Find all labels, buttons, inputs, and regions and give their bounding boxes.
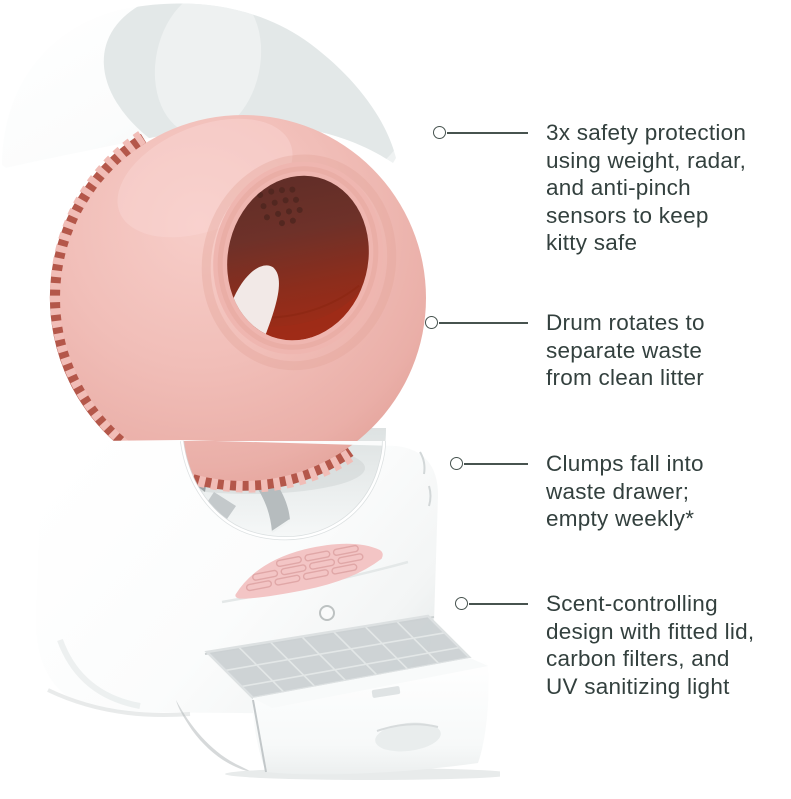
litter-box-illustration [2,3,500,780]
power-indicator [319,605,335,621]
callout-line [439,322,528,324]
callout-text: 3x safety protection using weight, radar… [546,120,747,255]
callout-marker-circle [425,316,438,329]
drum-opening [201,154,397,371]
callout-marker-circle [433,126,446,139]
waste-drawer [176,614,500,780]
callout-line [447,132,528,134]
callout-marker-circle [455,597,468,610]
callout-text: Scent-controlling design with fitted lid… [546,591,755,699]
drawer-label [371,686,401,698]
drum-perforations [257,186,303,227]
callout-text: Drum rotates to separate waste from clea… [546,310,705,390]
vent-slit [419,451,426,475]
drawer-filter-lid [204,614,473,700]
keypad-buttons [245,544,364,592]
callout-marker-circle [450,457,463,470]
gear-teeth-ring [49,131,356,493]
callout-line [469,603,528,605]
control-keypad [235,543,383,599]
rotating-drum [49,115,426,493]
vent-slit [428,485,432,507]
callout-text: Clumps fall into waste drawer; empty wee… [546,451,704,531]
drawer-handle [375,722,441,752]
callout-line [464,463,528,465]
